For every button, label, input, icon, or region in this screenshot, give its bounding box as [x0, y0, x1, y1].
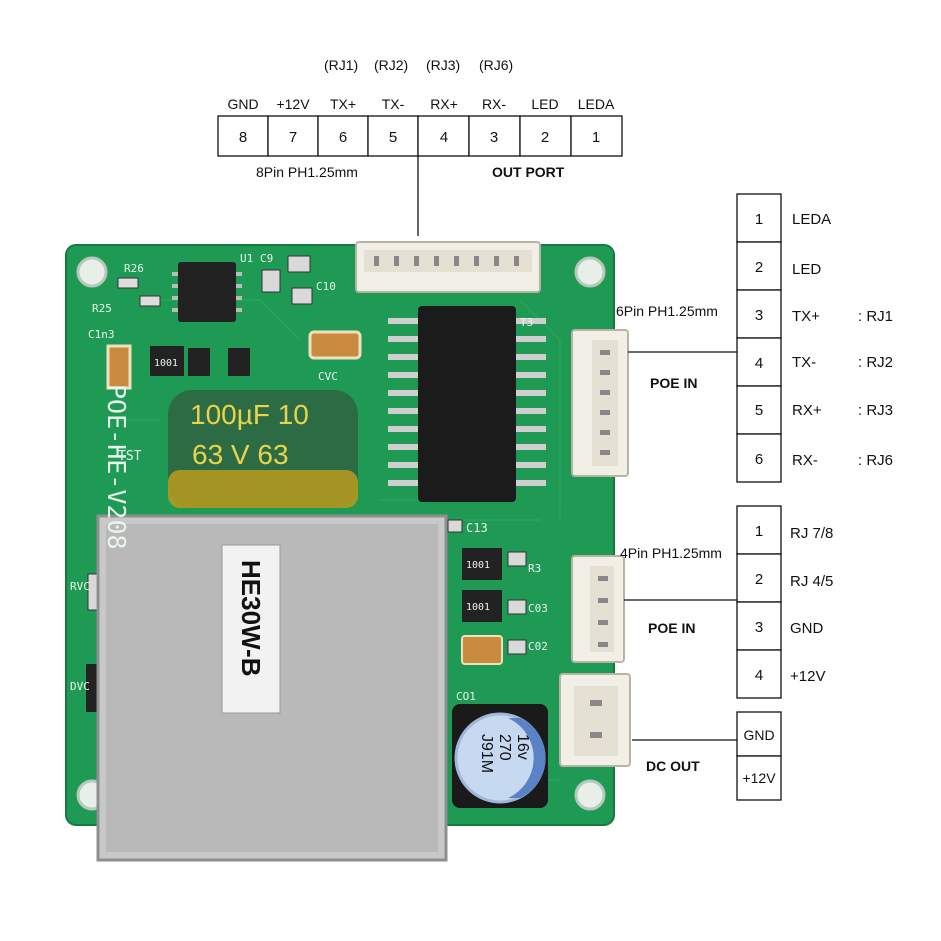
- poe-in-4pin-table: 4Pin PH1.25mm POE IN 1 2 3 4 RJ 7/8 RJ 4…: [620, 505, 833, 699]
- poe4-pin-number: 1: [755, 523, 763, 540]
- pcb-board: 100µF 10 63 V 63 HE30W-B POE-HE-V208 R26…: [65, 241, 631, 862]
- out-pin-number: 8: [239, 129, 247, 146]
- transformer-t3: [388, 306, 546, 502]
- poe6-pin-number: 6: [755, 451, 763, 468]
- cap-big-label-2: 63 V 63: [192, 439, 289, 470]
- poe6-pin-number: 1: [755, 211, 763, 228]
- poe6-pin-name: RX+: [792, 402, 822, 419]
- connector-8pin: [355, 241, 541, 293]
- poe4-pin-name: RJ 4/5: [790, 573, 833, 590]
- resistor-code: 1001: [466, 602, 490, 613]
- ref-c10: C10: [316, 280, 336, 293]
- poe6-pin-name: RX-: [792, 452, 818, 469]
- out-pin-number: 4: [440, 129, 448, 146]
- poe4-pin-name: GND: [790, 620, 824, 637]
- poe6-pin-rj: : RJ2: [858, 354, 893, 371]
- poe6-pin-rj: : RJ1: [858, 308, 893, 325]
- poe4-connector-label: 4Pin PH1.25mm: [620, 545, 722, 561]
- cap-small-label-3: 16v: [514, 734, 531, 760]
- ic-u1: [178, 262, 236, 322]
- cap-small-label-1: J91M: [478, 734, 495, 773]
- poe6-connector-label: 6Pin PH1.25mm: [616, 303, 718, 319]
- out-pin-number: 5: [389, 129, 397, 146]
- poe6-title: POE IN: [650, 375, 697, 391]
- ref-c1n3: C1n3: [88, 328, 115, 341]
- poe4-pin-number: 3: [755, 619, 763, 636]
- ref-tst: TST: [118, 449, 142, 464]
- out-pin-name: TX-: [382, 96, 405, 112]
- connector-dc-out: [559, 673, 631, 767]
- ref-r25: R25: [92, 302, 112, 315]
- poe6-pin-rj: : RJ3: [858, 402, 893, 419]
- dc-out-pin: +12V: [742, 770, 776, 786]
- rj-tag-rj1: (RJ1): [324, 57, 358, 73]
- poe6-pin-name: LED: [792, 261, 821, 278]
- module-label: HE30W-B: [236, 560, 266, 677]
- out-connector-label: 8Pin PH1.25mm: [256, 164, 358, 180]
- poe6-pin-name: TX-: [792, 354, 816, 371]
- ref-c02: C02: [528, 640, 548, 653]
- out-port-table: (RJ1) (RJ2) (RJ3) (RJ6) GND +12V TX+ TX-…: [217, 57, 623, 180]
- out-pin-number: 7: [289, 129, 297, 146]
- dc-out-table: DC OUT GND +12V: [646, 711, 782, 801]
- poe6-pin-number: 3: [755, 307, 763, 324]
- poe4-pin-number: 4: [755, 667, 763, 684]
- out-pin-name: RX+: [430, 96, 458, 112]
- poe6-pin-number: 2: [755, 259, 763, 276]
- poe6-pin-name: LEDA: [792, 211, 831, 228]
- out-pin-number: 3: [490, 129, 498, 146]
- ref-r26: R26: [124, 262, 144, 275]
- connector-4pin: [571, 555, 625, 663]
- cap-big-label-1: 100µF 10: [190, 399, 309, 430]
- ref-dvc: DVC: [70, 680, 90, 693]
- rj-tag-rj2: (RJ2): [374, 57, 408, 73]
- out-pin-name: +12V: [276, 96, 310, 112]
- silkscreen-board-name: POE-HE-V208: [102, 384, 131, 550]
- connector-6pin: [571, 329, 629, 477]
- poe-in-6pin-table: 6Pin PH1.25mm POE IN 1 2 3 4 5 6 LEDA LE…: [616, 193, 893, 483]
- ref-cvc: CVC: [318, 370, 338, 383]
- capacitor-270uf: J91M 270 16v: [452, 704, 548, 808]
- out-pin-number: 6: [339, 129, 347, 146]
- rj-tag-rj6: (RJ6): [479, 57, 513, 73]
- resistor-code: 1001: [154, 358, 178, 369]
- module-he30w-b: HE30W-B: [96, 514, 448, 862]
- poe4-pin-name: RJ 7/8: [790, 525, 833, 542]
- ref-r3: R3: [528, 562, 541, 575]
- rj-tag-rj3: (RJ3): [426, 57, 460, 73]
- out-pin-number: 1: [592, 129, 600, 146]
- poe4-pin-number: 2: [755, 571, 763, 588]
- ref-co1: CO1: [456, 690, 476, 703]
- ref-rvc: RVC: [70, 580, 90, 593]
- poe6-pin-number: 4: [755, 355, 763, 372]
- resistor-code: 1001: [466, 560, 490, 571]
- ref-u1: U1: [240, 252, 253, 265]
- out-pin-name: LEDA: [578, 96, 615, 112]
- poe6-pin-name: TX+: [792, 308, 820, 325]
- poe4-pin-name: +12V: [790, 668, 825, 685]
- poe4-title: POE IN: [648, 620, 695, 636]
- cap-small-label-2: 270: [496, 734, 513, 761]
- leader-lines: [417, 156, 737, 741]
- ref-c13: C13: [466, 521, 488, 535]
- out-pin-number: 2: [541, 129, 549, 146]
- dc-out-title: DC OUT: [646, 758, 700, 774]
- ref-c03: C03: [528, 602, 548, 615]
- out-pin-name: LED: [531, 96, 558, 112]
- dc-out-pin: GND: [743, 727, 774, 743]
- ref-c9: C9: [260, 252, 273, 265]
- poe6-pin-rj: : RJ6: [858, 452, 893, 469]
- capacitor-100uf: 100µF 10 63 V 63: [168, 390, 358, 508]
- poe6-pin-number: 5: [755, 402, 763, 419]
- smd-components: [86, 255, 527, 712]
- out-pin-name: GND: [227, 96, 258, 112]
- out-pin-name: RX-: [482, 96, 506, 112]
- out-pin-name: TX+: [330, 96, 356, 112]
- ref-t3: T3: [520, 316, 533, 329]
- out-port-title: OUT PORT: [492, 164, 565, 180]
